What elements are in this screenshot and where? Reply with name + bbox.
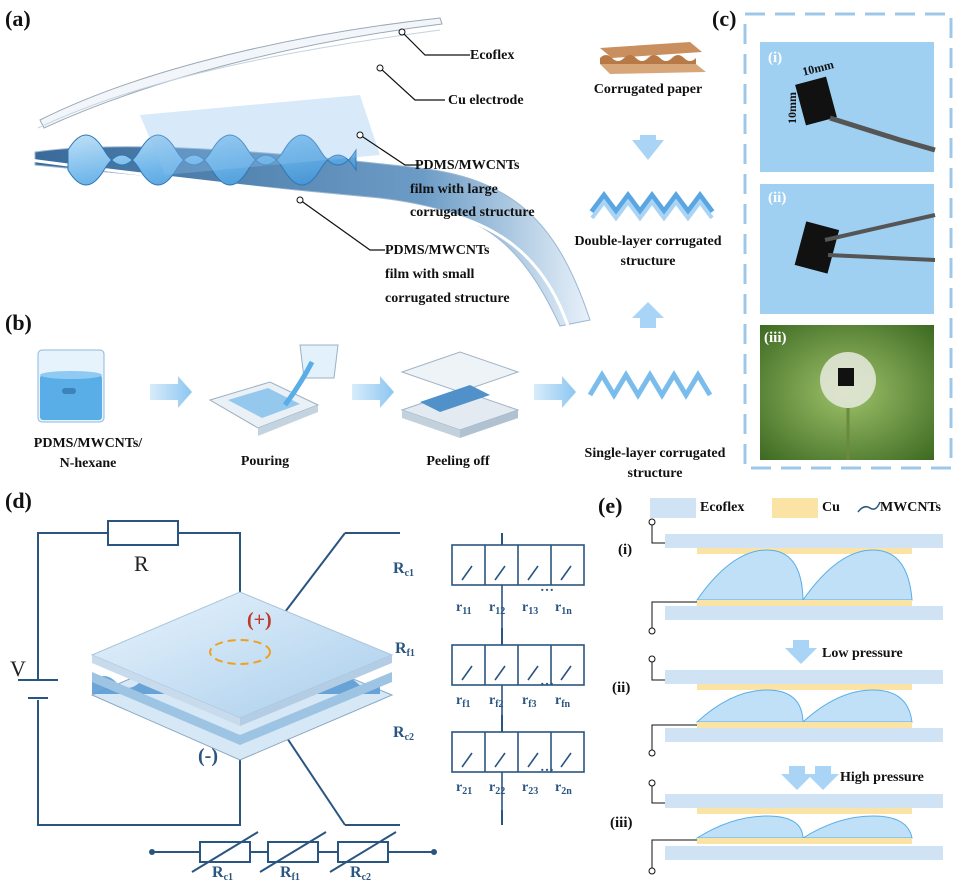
label-r13: r13: [522, 600, 539, 617]
panel-c-frame: [743, 12, 953, 470]
state-label-iii: (iii): [610, 815, 633, 831]
arrow-high-pressure-1: [781, 766, 813, 790]
label-step-solution-1: PDMS/MWCNTs/: [33, 436, 143, 451]
label-step-pouring: Pouring: [240, 454, 290, 469]
label-bottom-Rc1: Rc1: [212, 864, 234, 883]
arrow-b-3: [534, 376, 576, 408]
label-single-layer-2: structure: [627, 466, 683, 481]
label-V: V: [10, 656, 26, 681]
label-cu-electrode: Cu electrode: [448, 93, 524, 108]
node-right: [431, 849, 437, 855]
label-r11: r11: [456, 600, 472, 617]
label-double-layer-2: structure: [620, 254, 676, 269]
legend-swatch-cu: [772, 498, 818, 518]
single-layer-illustration: [587, 370, 713, 400]
panel-label-d: (d): [5, 488, 32, 513]
label-step-peeling: Peeling off: [426, 454, 490, 469]
label-bottom-Rf1: Rf1: [280, 864, 300, 883]
state-i: [648, 518, 943, 635]
label-Rc2: Rc2: [393, 724, 415, 743]
ellipsis-2: …: [540, 674, 554, 689]
arrow-up-b: [632, 302, 664, 328]
legend-mwcnts: MWCNTs: [880, 500, 941, 515]
label-large-film-2: film with large: [410, 182, 498, 197]
label-r21: r21: [456, 780, 473, 797]
label-double-layer-1: Double-layer corrugated: [574, 234, 722, 249]
state-label-i: (i): [618, 542, 633, 558]
state-iii: [648, 779, 943, 875]
ellipsis-1: …: [540, 580, 554, 595]
photo-ii: [760, 184, 934, 314]
node-left: [149, 849, 155, 855]
label-minus: (-): [198, 745, 218, 767]
ellipsis-3: …: [540, 760, 554, 775]
label-r12: r12: [489, 600, 506, 617]
resistor-network: [451, 544, 585, 810]
label-rf3: rf3: [522, 693, 537, 710]
label-large-film-1: PDMS/MWCNTs: [415, 158, 520, 173]
peeling-off-illustration: [400, 351, 520, 438]
label-rf1: rf1: [456, 693, 471, 710]
pouring-illustration: [208, 344, 339, 436]
label-r22: r22: [489, 780, 506, 797]
photo-i: [760, 42, 934, 172]
panel-label-e: (e): [598, 493, 623, 518]
label-r2n: r2n: [555, 780, 572, 797]
label-ecoflex: Ecoflex: [470, 48, 515, 63]
beaker-illustration: [37, 349, 105, 423]
state-label-ii: (ii): [612, 680, 631, 696]
photo-label-iii: (iii): [764, 330, 787, 346]
arrow-b-1: [150, 376, 192, 408]
photo-label-ii: (ii): [768, 190, 787, 206]
label-r23: r23: [522, 780, 539, 797]
arrow-low-pressure: [785, 640, 817, 664]
label-small-film-2: film with small: [385, 267, 475, 282]
photo-label-i: (i): [768, 50, 783, 66]
dim-height: 10mm: [785, 92, 799, 124]
panel-label-a: (a): [5, 6, 31, 31]
device-stack: [90, 591, 394, 761]
label-rf2: rf2: [489, 693, 504, 710]
arrow-high-pressure-2: [807, 766, 839, 790]
circuit-d: [18, 520, 503, 873]
legend-swatch-ecoflex: [650, 498, 696, 518]
label-R: R: [134, 551, 149, 576]
label-large-film-3: corrugated structure: [410, 205, 535, 220]
legend-swatch-mwcnt: [857, 501, 881, 513]
arrow-down-top: [632, 135, 664, 160]
double-layer-illustration: [589, 191, 715, 222]
label-step-solution-2: N-hexane: [59, 456, 117, 471]
corrugated-paper-illustration: [600, 42, 706, 74]
label-single-layer-1: Single-layer corrugated: [584, 446, 726, 461]
label-Rc1: Rc1: [393, 560, 415, 579]
label-low-pressure: Low pressure: [822, 646, 903, 661]
label-small-film-1: PDMS/MWCNTs: [385, 243, 490, 258]
label-r1n: r1n: [555, 600, 572, 617]
label-bottom-Rc2: Rc2: [350, 864, 372, 883]
panel-label-b: (b): [5, 310, 32, 335]
label-rfn: rfn: [555, 693, 571, 710]
arrow-b-2: [352, 376, 394, 408]
legend-ecoflex: Ecoflex: [700, 500, 745, 515]
label-Rf1: Rf1: [395, 640, 415, 659]
panel-label-c: (c): [712, 6, 737, 31]
state-ii: [648, 655, 943, 757]
label-small-film-3: corrugated structure: [385, 291, 510, 306]
label-corrugated-paper: Corrugated paper: [593, 82, 703, 97]
label-plus: (+): [247, 609, 272, 631]
panel-a-illustration: [29, 17, 591, 327]
legend-cu: Cu: [822, 500, 840, 515]
label-high-pressure: High pressure: [840, 770, 924, 785]
